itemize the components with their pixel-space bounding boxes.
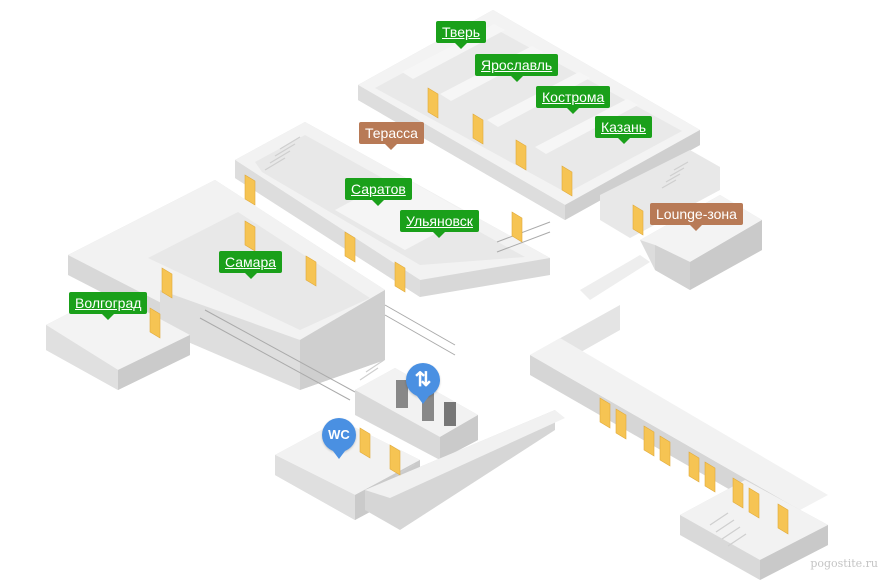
door bbox=[632, 204, 644, 236]
door bbox=[515, 139, 527, 171]
door bbox=[561, 165, 573, 197]
door bbox=[389, 444, 401, 476]
door bbox=[643, 425, 655, 457]
door bbox=[704, 461, 716, 493]
room-label-saratov[interactable]: Саратов bbox=[345, 178, 412, 206]
room-label-ulyanovsk[interactable]: Ульяновск bbox=[400, 210, 479, 238]
room-label-tver[interactable]: Тверь bbox=[436, 21, 487, 49]
door bbox=[305, 255, 317, 287]
door bbox=[777, 503, 789, 535]
area-label-terrace[interactable]: Терасса bbox=[359, 122, 424, 150]
door bbox=[394, 261, 406, 293]
door bbox=[599, 397, 611, 429]
door bbox=[161, 267, 173, 299]
room-label-samara[interactable]: Самара bbox=[219, 251, 283, 279]
doors bbox=[149, 87, 789, 535]
door bbox=[748, 487, 760, 519]
room-label-kostroma[interactable]: Кострома bbox=[536, 86, 611, 114]
wc-icon[interactable]: WC bbox=[322, 418, 356, 459]
door bbox=[472, 113, 484, 145]
door bbox=[732, 477, 744, 509]
watermark: pogostite.ru bbox=[810, 557, 878, 570]
room-label-kazan[interactable]: Казань bbox=[595, 116, 653, 144]
area-label-lounge[interactable]: Lounge-зона bbox=[650, 203, 743, 231]
door bbox=[359, 427, 371, 459]
door bbox=[688, 451, 700, 483]
door bbox=[615, 408, 627, 440]
room-label-yaroslavl[interactable]: Ярославль bbox=[475, 54, 559, 82]
door bbox=[427, 87, 439, 119]
door bbox=[344, 231, 356, 263]
door bbox=[149, 307, 161, 339]
elevator-icon[interactable]: ⇅ bbox=[406, 363, 440, 404]
door bbox=[659, 435, 671, 467]
door bbox=[244, 174, 256, 206]
door bbox=[511, 211, 523, 243]
room-label-volgograd[interactable]: Волгоград bbox=[69, 292, 148, 320]
center-service-block bbox=[275, 359, 478, 520]
